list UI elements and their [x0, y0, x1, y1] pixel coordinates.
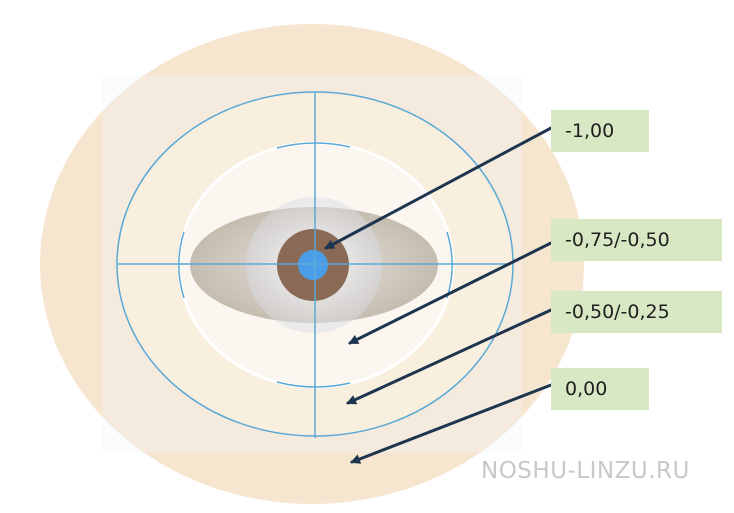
label-inner-zone: -0,75/-0,50	[551, 219, 722, 261]
arrow-inner	[348, 241, 553, 345]
label-middle-zone: -0,50/-0,25	[551, 291, 722, 333]
arrows	[324, 126, 553, 464]
arrow-outer	[350, 383, 553, 464]
watermark: NOSHU-LINZU.RU	[481, 458, 690, 484]
arrow-middle	[346, 308, 553, 405]
arrow-center	[324, 126, 553, 250]
label-center-zone: -1,00	[551, 110, 649, 152]
pupil	[298, 250, 328, 280]
label-outer-zone: 0,00	[551, 368, 649, 410]
